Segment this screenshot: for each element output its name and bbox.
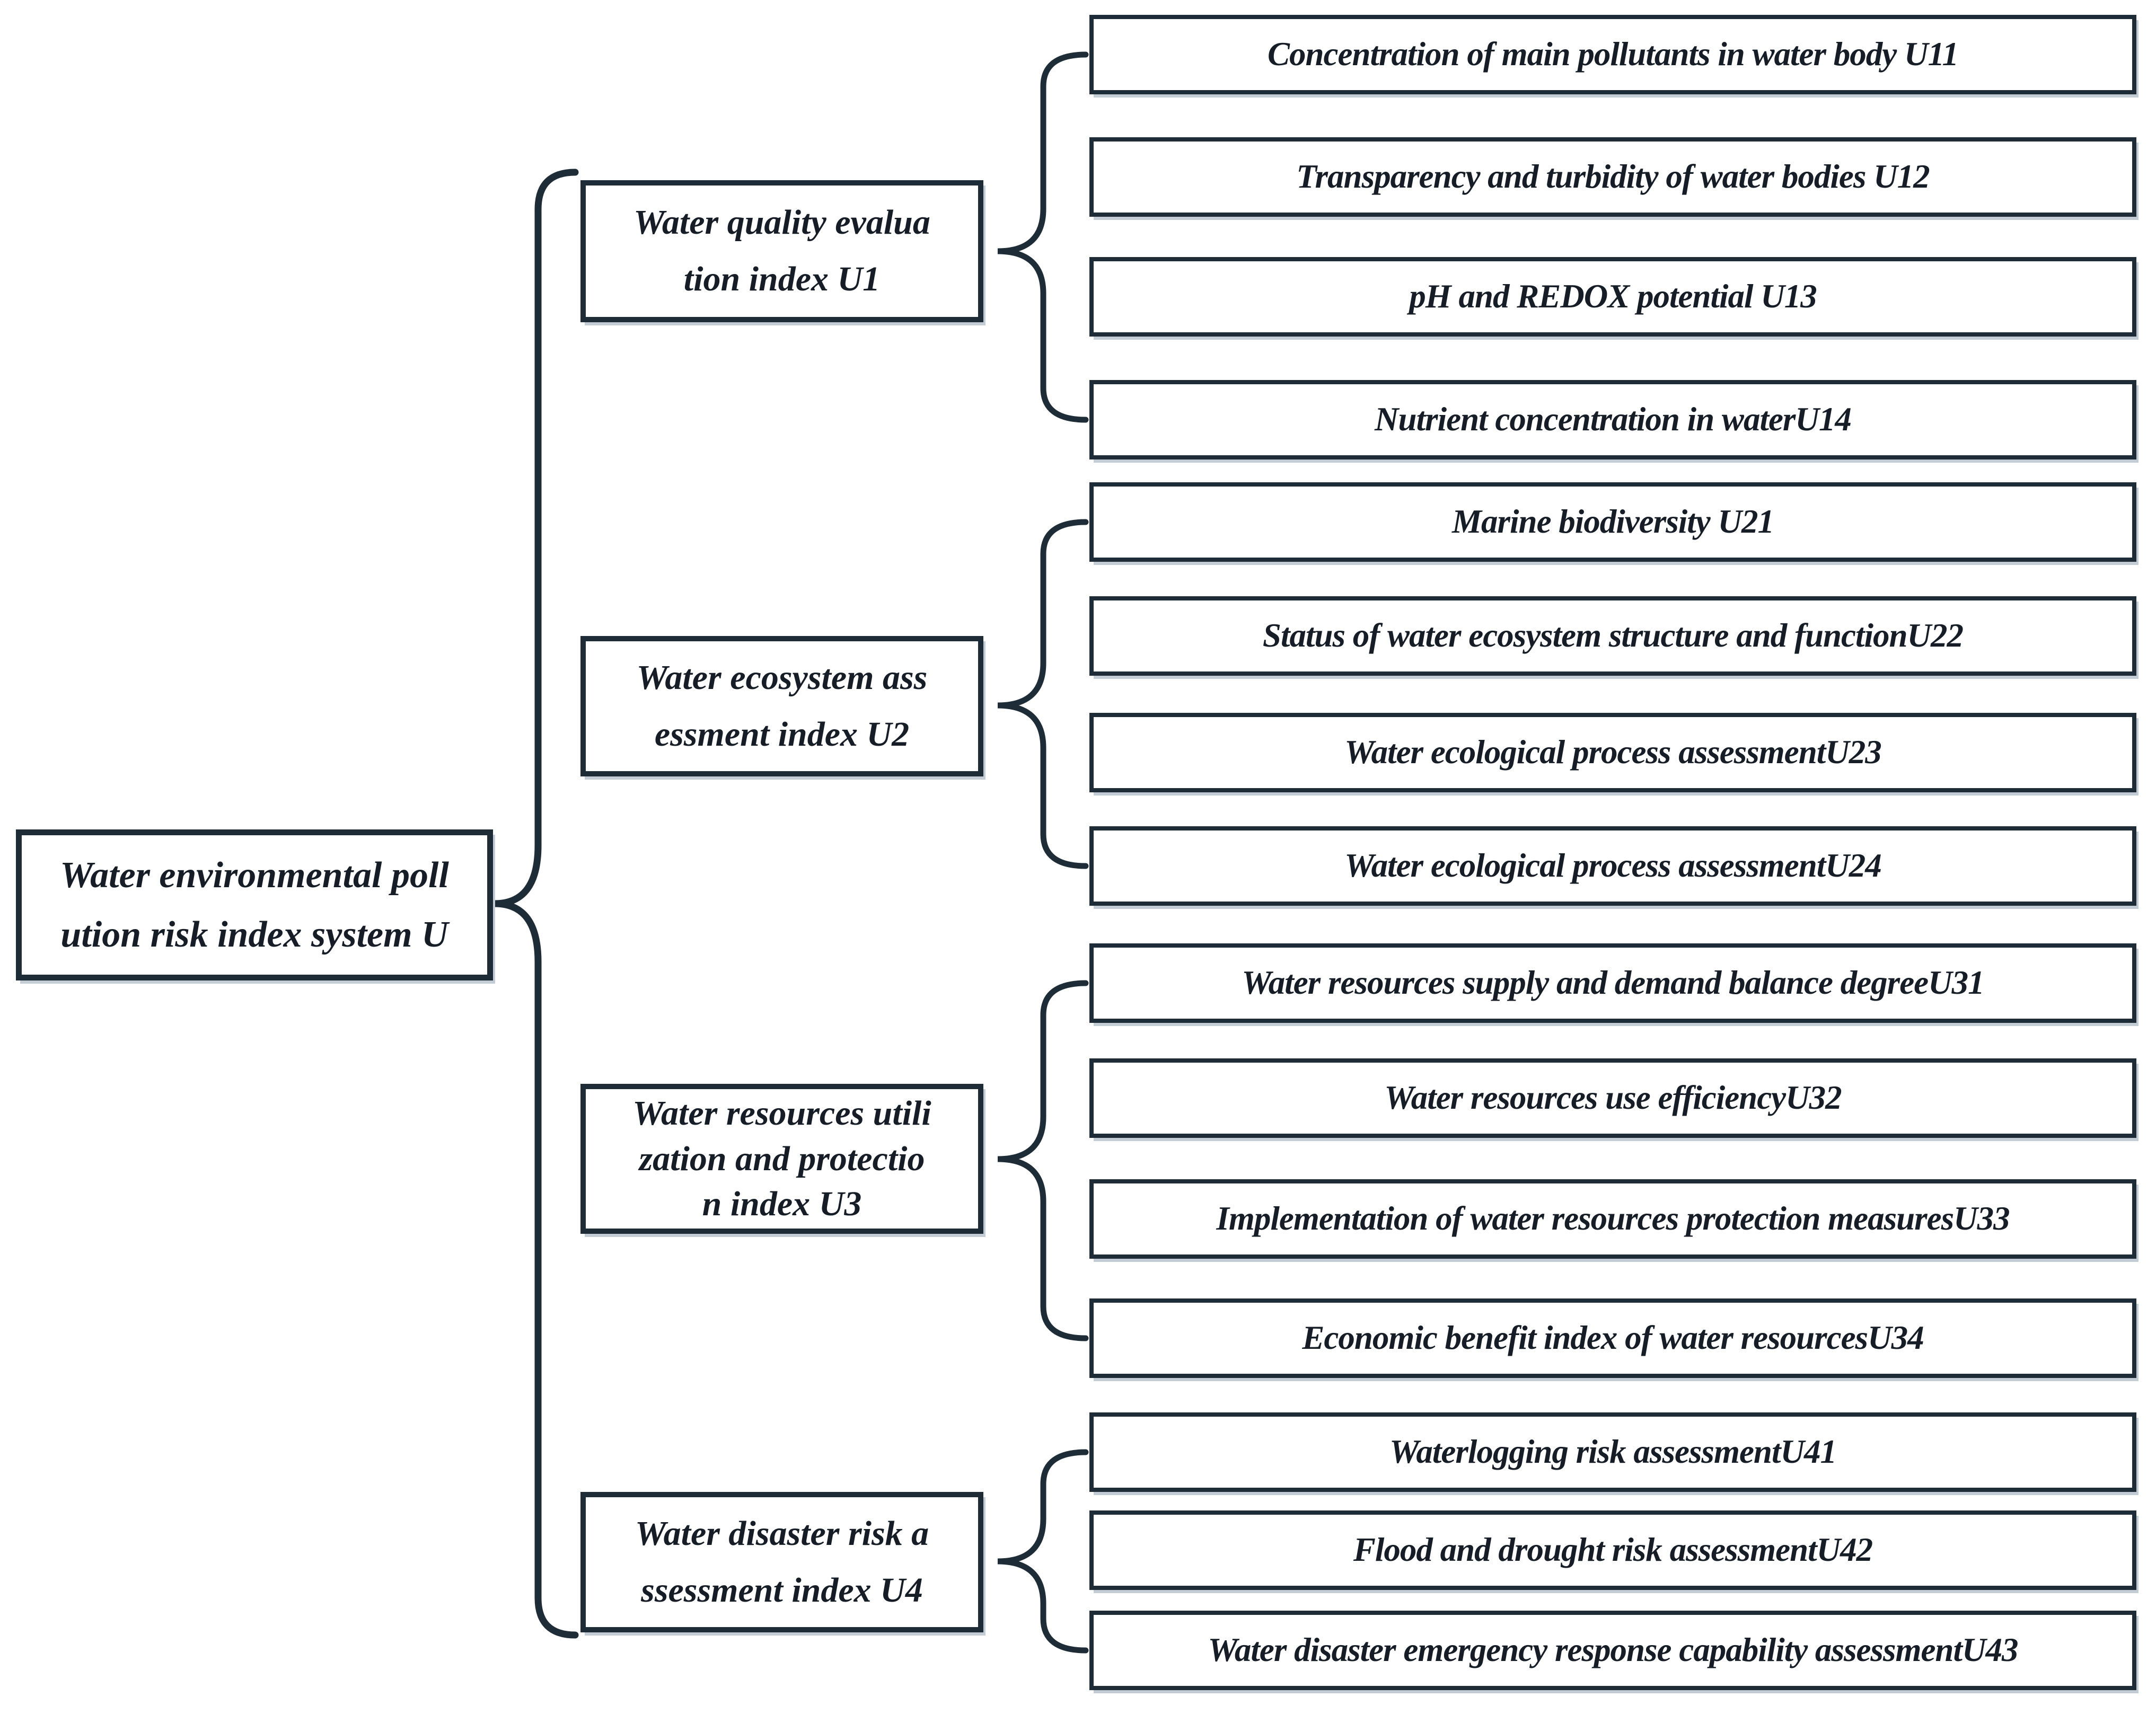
leaf-node-u12: Transparency and turbidity of water bodi… (1089, 137, 2136, 217)
brace-u3-connector (997, 980, 1089, 1341)
root-node-u: Water environmental poll ution risk inde… (16, 829, 493, 980)
leaf-node-label: Economic benefit index of water resource… (1302, 1319, 1924, 1357)
leaf-node-u11: Concentration of main pollutants in wate… (1089, 15, 2136, 94)
group-node-u3: Water resources utili zation and protect… (580, 1084, 983, 1234)
group-node-u4: Water disaster risk a ssessment index U4 (580, 1492, 983, 1632)
group-node-label: Water resources utili zation and protect… (632, 1093, 931, 1224)
brace-u1-connector (997, 51, 1089, 423)
leaf-node-u33: Implementation of water resources protec… (1089, 1179, 2136, 1259)
brace-u2-connector (997, 519, 1089, 869)
leaf-node-u41: Waterlogging risk assessmentU41 (1089, 1412, 2136, 1492)
leaf-node-label: Water disaster emergency response capabi… (1208, 1631, 2019, 1669)
leaf-node-label: Concentration of main pollutants in wate… (1268, 36, 1959, 73)
leaf-node-label: Nutrient concentration in waterU14 (1375, 401, 1852, 438)
leaf-node-u32: Water resources use efficiencyU32 (1089, 1058, 2136, 1138)
leaf-node-u34: Economic benefit index of water resource… (1089, 1298, 2136, 1378)
leaf-node-u22: Status of water ecosystem structure and … (1089, 596, 2136, 676)
leaf-node-u31: Water resources supply and demand balanc… (1089, 943, 2136, 1023)
leaf-node-u14: Nutrient concentration in waterU14 (1089, 380, 2136, 460)
leaf-node-u13: pH and REDOX potential U13 (1089, 257, 2136, 337)
group-node-label: Water disaster risk a ssessment index U4 (635, 1514, 929, 1610)
leaf-node-u21: Marine biodiversity U21 (1089, 482, 2136, 562)
leaf-node-label: Waterlogging risk assessmentU41 (1389, 1433, 1837, 1471)
brace-u4-connector (997, 1449, 1089, 1654)
leaf-node-label: Water resources use efficiencyU32 (1384, 1079, 1842, 1117)
leaf-node-label: Implementation of water resources protec… (1216, 1200, 2010, 1238)
group-node-u2: Water ecosystem ass essment index U2 (580, 636, 983, 776)
leaf-node-label: Marine biodiversity U21 (1452, 503, 1774, 541)
leaf-node-label: Status of water ecosystem structure and … (1262, 617, 1964, 655)
leaf-node-label: Water ecological process assessmentU24 (1344, 847, 1881, 885)
leaf-node-label: pH and REDOX potential U13 (1409, 278, 1817, 315)
group-node-u1: Water quality evalua tion index U1 (580, 180, 983, 322)
leaf-node-u24: Water ecological process assessmentU24 (1089, 826, 2136, 906)
leaf-node-label: Flood and drought risk assessmentU42 (1353, 1531, 1873, 1569)
brace-root-connector (494, 169, 579, 1639)
leaf-node-label: Transparency and turbidity of water bodi… (1296, 158, 1930, 196)
leaf-node-label: Water ecological process assessmentU23 (1344, 734, 1881, 771)
leaf-node-u43: Water disaster emergency response capabi… (1089, 1611, 2136, 1690)
leaf-node-u42: Flood and drought risk assessmentU42 (1089, 1510, 2136, 1590)
leaf-node-label: Water resources supply and demand balanc… (1242, 964, 1984, 1002)
group-node-label: Water ecosystem ass essment index U2 (636, 658, 928, 754)
group-node-label: Water quality evalua tion index U1 (633, 203, 930, 298)
root-node-label: Water environmental poll ution risk inde… (60, 854, 449, 955)
leaf-node-u23: Water ecological process assessmentU23 (1089, 713, 2136, 792)
